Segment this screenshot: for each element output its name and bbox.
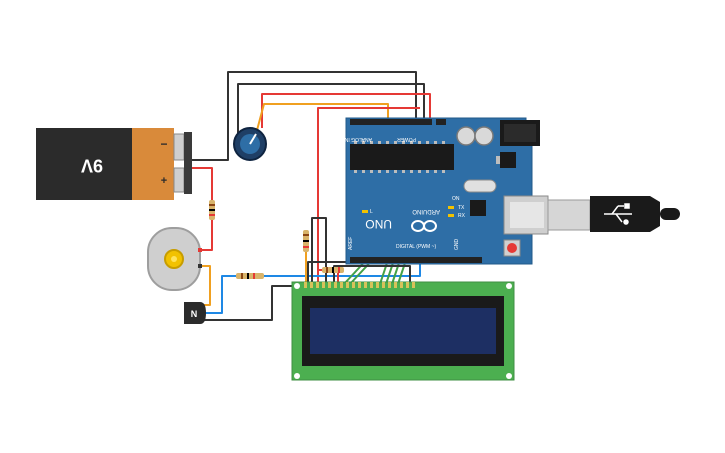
label-model: UNO: [365, 217, 392, 231]
resistor-lcd[interactable]: [303, 230, 309, 252]
usb-cable[interactable]: [547, 196, 680, 232]
usb-symbol-icon: [604, 203, 632, 225]
lcd-16x2[interactable]: [291, 281, 515, 381]
potentiometer[interactable]: [233, 127, 267, 161]
transistor-label: N: [191, 309, 198, 319]
label-digital: DIGITAL (PWM ~): [396, 244, 436, 250]
label-aref: AREF: [348, 237, 354, 250]
label-l: L: [370, 209, 373, 215]
battery-plus-sign: +: [161, 175, 167, 187]
capacitor-2: [474, 126, 494, 146]
crystal: [463, 179, 497, 193]
label-on: ON: [452, 196, 460, 202]
wire-black-lcd-k[interactable]: [333, 265, 411, 284]
lcd-screen: [310, 308, 496, 354]
wire-black-pot-gnd[interactable]: [237, 83, 425, 140]
battery-cap: [132, 128, 174, 200]
resistor-base[interactable]: [236, 273, 264, 279]
battery-body: [36, 128, 132, 200]
battery-terminal-plus[interactable]: [173, 167, 185, 193]
atmega-chip: [350, 144, 454, 170]
battery-label: 9V: [81, 155, 103, 175]
label-tx: TX: [458, 205, 465, 211]
label-power: POWER: [397, 136, 416, 142]
arduino-infinity-logo: [411, 220, 437, 232]
wire-black-battery-gnd[interactable]: [192, 71, 417, 161]
wire-blue-base[interactable]: [204, 275, 236, 314]
header-digital: [350, 257, 482, 263]
npn-transistor[interactable]: N: [184, 302, 206, 324]
label-rx: RX: [458, 213, 466, 219]
resistor-lcd-2[interactable]: [322, 267, 344, 273]
wire-orange-motor-transistor[interactable]: [200, 265, 211, 306]
battery-9v[interactable]: 9V − +: [36, 128, 192, 200]
lcd-pins: [304, 282, 415, 288]
wire-black-lcd-gnd[interactable]: [311, 217, 327, 284]
capacitor-1: [456, 126, 476, 146]
label-brand: ARDUINO: [412, 208, 440, 214]
label-gnd: GND: [454, 239, 460, 251]
battery-terminal-minus[interactable]: [173, 133, 185, 161]
dc-motor[interactable]: [147, 227, 202, 291]
header-analog-power: [350, 119, 432, 125]
resistor-motor[interactable]: [209, 200, 215, 220]
wire-red-5v-lcd[interactable]: [317, 107, 420, 284]
arduino-uno[interactable]: TX RX L ON ANALOG IN POWER AREF GND DIGI…: [344, 117, 549, 265]
battery-clip: [184, 132, 192, 194]
battery-minus-sign: −: [160, 137, 167, 151]
label-analog-in: ANALOG IN: [344, 136, 372, 142]
wire-orange-pot-a0[interactable]: [255, 103, 389, 135]
